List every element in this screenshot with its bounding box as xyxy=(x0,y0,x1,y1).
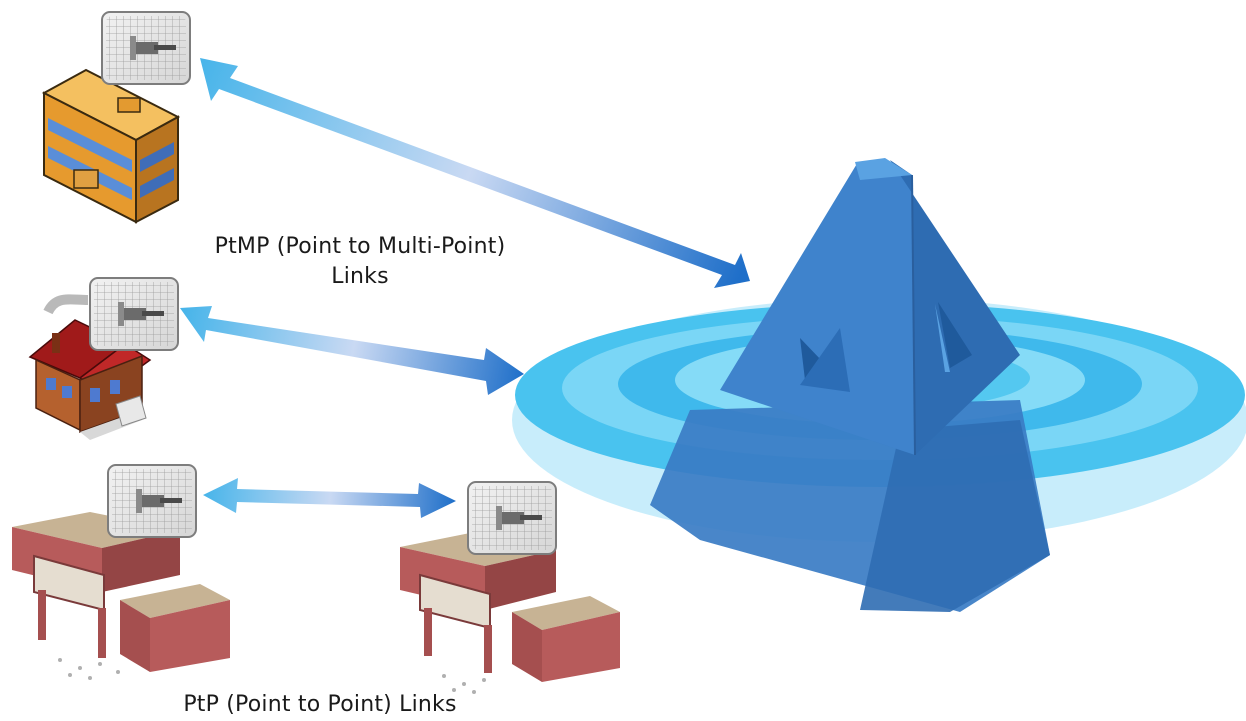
link-arrow-top xyxy=(200,58,750,288)
link-arrow-ptp xyxy=(203,478,456,518)
link-arrow-middle xyxy=(180,306,524,395)
ptp-links-label: PtP (Point to Point) Links xyxy=(183,692,457,717)
ptmp-label-line1: PtMP (Point to Multi-Point) xyxy=(214,234,506,259)
warehouse-left-icon xyxy=(12,464,230,680)
base-station-icon xyxy=(650,158,1050,612)
warehouse-right-icon xyxy=(400,481,620,694)
office-building-icon xyxy=(41,11,191,224)
house-icon xyxy=(28,277,179,440)
ptmp-label-line2: Links xyxy=(331,264,389,289)
ptmp-links-label: PtMP (Point to Multi-Point) Links xyxy=(150,232,570,292)
